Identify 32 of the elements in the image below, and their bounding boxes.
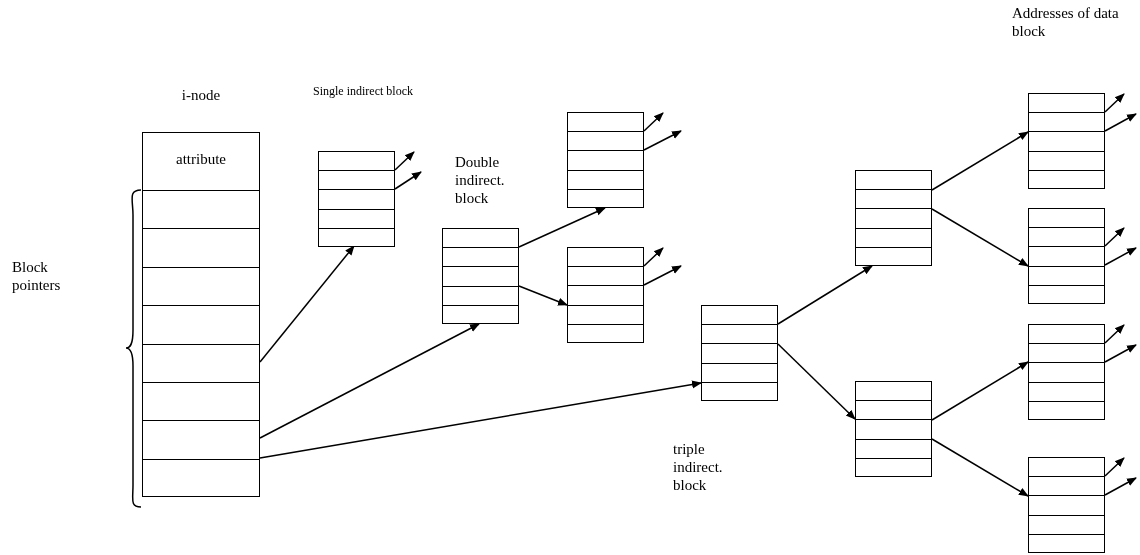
arrow [1104,324,1125,344]
arrow [643,265,682,286]
arrow [777,343,856,420]
block-label: Double indirect. block [455,153,506,207]
arrow [931,438,1029,497]
arrow [1104,227,1125,247]
arrow [518,285,568,306]
note-text: Addresses of data block [1012,4,1120,40]
note-text: Block pointers [12,258,62,294]
arrow [643,112,664,132]
arrow [259,380,702,459]
arrow [518,207,606,248]
block-label: i-node [180,86,222,104]
arrow [777,265,873,325]
arrow [259,323,480,439]
arrow [643,247,664,267]
arrow [1104,344,1137,363]
arrow [394,171,422,190]
field-label: attribute [175,150,227,168]
arrow [1104,477,1137,496]
arrow [931,361,1029,421]
block-label: triple indirect. block [673,440,724,494]
arrow [931,208,1029,267]
block-label: Single indirect block [313,83,413,100]
arrow [1104,247,1137,266]
arrow [394,151,415,171]
arrow [1104,113,1137,132]
arrow [931,131,1029,191]
arrow [1104,93,1125,113]
arrow [643,130,682,151]
arrow [1104,457,1125,477]
arrow [259,245,355,363]
